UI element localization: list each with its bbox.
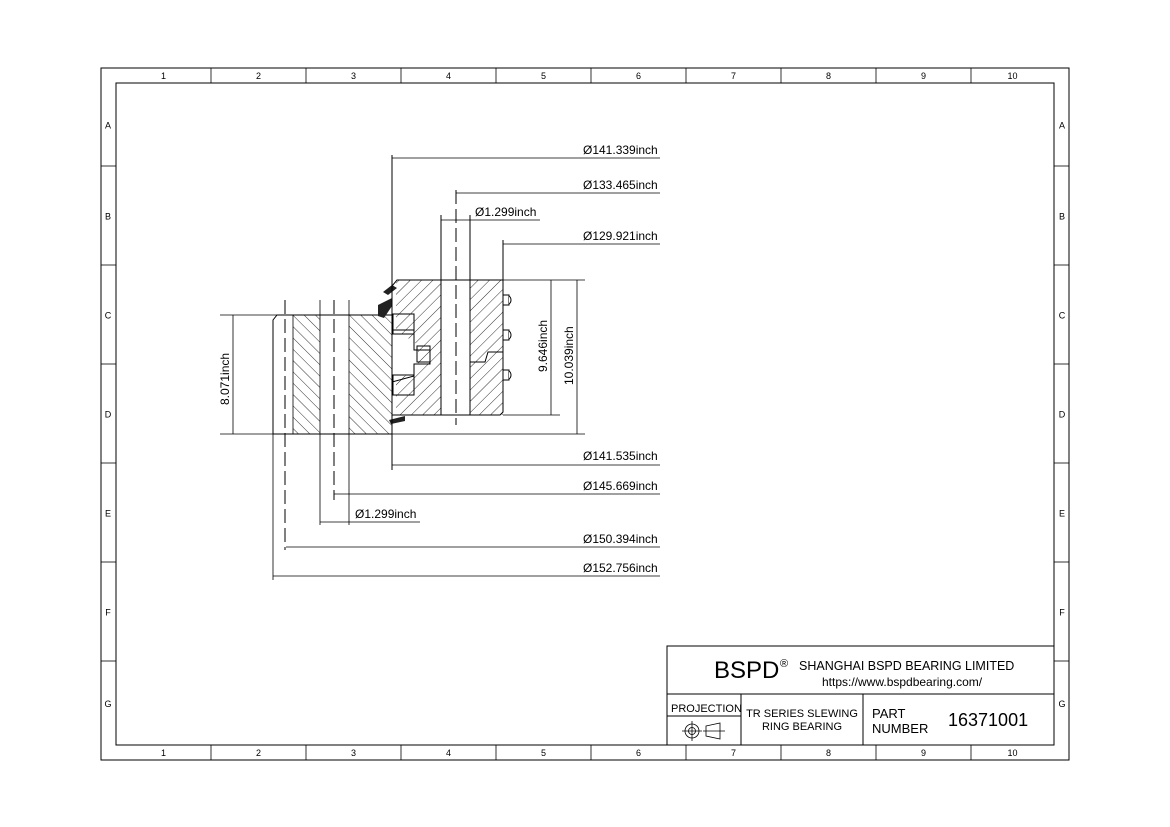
dim-bottom-2: Ø1.299inch <box>355 507 416 521</box>
outer-ring-section <box>272 300 393 580</box>
dim-8071: 8.071inch <box>218 353 232 405</box>
row-label: G <box>104 699 111 709</box>
row-label: E <box>105 509 111 519</box>
column-label: 9 <box>921 71 926 81</box>
column-label: 5 <box>541 71 546 81</box>
column-label: 7 <box>731 71 736 81</box>
column-label: 4 <box>446 71 451 81</box>
column-label: 1 <box>161 71 166 81</box>
part-number: 16371001 <box>948 710 1028 730</box>
column-label: 2 <box>256 748 261 758</box>
row-label: B <box>105 212 111 222</box>
company-url: https://www.bspdbearing.com/ <box>822 675 983 689</box>
column-label: 9 <box>921 748 926 758</box>
column-label: 10 <box>1007 71 1017 81</box>
row-label: B <box>1059 212 1065 222</box>
part-label-line2: NUMBER <box>872 721 928 736</box>
outer-border <box>100 67 1070 761</box>
dim-top-0: Ø141.339inch <box>583 143 658 157</box>
row-label: A <box>1059 121 1065 131</box>
column-label: 7 <box>731 748 736 758</box>
row-label: A <box>105 121 111 131</box>
column-label: 3 <box>351 71 356 81</box>
row-label: D <box>105 410 112 420</box>
registered-mark: ® <box>780 658 788 670</box>
title-block: BSPD ® SHANGHAI BSPD BEARING LIMITED htt… <box>666 645 1055 746</box>
description-line1: TR SERIES SLEWING <box>746 708 858 720</box>
inner-border <box>115 82 1055 746</box>
column-label: 8 <box>826 71 831 81</box>
description-line2: RING BEARING <box>762 721 842 733</box>
company-name: SHANGHAI BSPD BEARING LIMITED <box>799 659 1014 673</box>
column-label: 4 <box>446 748 451 758</box>
dim-9646: 9.646inch <box>536 320 550 372</box>
projection-symbol-icon <box>682 721 725 741</box>
part-label-line1: PART <box>872 706 906 721</box>
dim-10039: 10.039inch <box>562 326 576 385</box>
row-label: F <box>105 608 111 618</box>
dim-top-2: Ø1.299inch <box>475 205 536 219</box>
row-label: F <box>1059 608 1065 618</box>
row-label: C <box>105 311 112 321</box>
dim-bottom-3: Ø150.394inch <box>583 532 658 546</box>
projection-label: PROJECTION <box>671 703 742 715</box>
company-logo: BSPD <box>714 657 779 684</box>
column-label: 2 <box>256 71 261 81</box>
height-dimensions: 8.071inch 9.646inch 10.039inch <box>218 279 585 435</box>
row-label: G <box>1058 699 1065 709</box>
dim-top-1: Ø133.465inch <box>583 178 658 192</box>
inner-ring-section <box>378 155 512 470</box>
column-label: 8 <box>826 748 831 758</box>
dim-bottom-0: Ø141.535inch <box>583 449 658 463</box>
column-label: 6 <box>636 748 641 758</box>
column-label: 6 <box>636 71 641 81</box>
dim-bottom-1: Ø145.669inch <box>583 479 658 493</box>
column-label: 10 <box>1007 748 1017 758</box>
row-label: E <box>1059 509 1065 519</box>
column-label: 5 <box>541 748 546 758</box>
column-ticks: 1 1 2 2 3 3 4 4 5 5 6 6 7 7 8 8 9 9 10 10 <box>161 68 1018 760</box>
column-label: 1 <box>161 748 166 758</box>
row-label: C <box>1059 311 1066 321</box>
row-ticks: A A B B C C D D E E F F G G <box>101 121 1069 709</box>
dim-top-3: Ø129.921inch <box>583 229 658 243</box>
dim-bottom-4: Ø152.756inch <box>583 561 658 575</box>
diameter-dimensions: Ø141.339inch Ø133.465inch Ø1.299inch Ø12… <box>273 143 660 577</box>
row-label: D <box>1059 410 1066 420</box>
column-label: 3 <box>351 748 356 758</box>
